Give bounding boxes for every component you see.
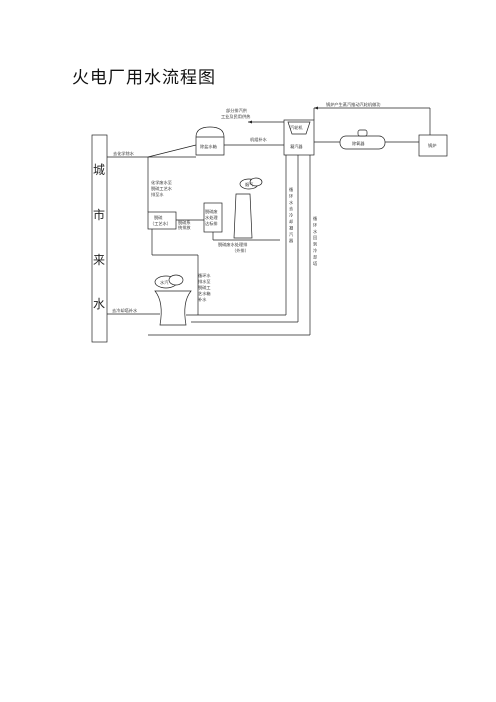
ww-label-2: 水处理 xyxy=(205,214,218,221)
vert-return-char: 冷 xyxy=(313,247,317,254)
desulf-box-label-1: 脱硫 xyxy=(154,214,163,221)
chem-to-tank-line xyxy=(147,144,197,158)
city-char-3: 来 xyxy=(93,253,105,267)
page-title: 火电厂用水流程图 xyxy=(72,68,216,88)
ww-label-1: 脱硫废 xyxy=(205,208,218,215)
city-water-column xyxy=(91,134,108,343)
ww-label-3: 达标排 xyxy=(205,220,218,227)
recover-label-1: 部分排汽供 xyxy=(226,107,247,114)
city-char-2: 市 xyxy=(93,207,105,222)
desulf-out-label-1: 脱硫系 xyxy=(178,219,191,226)
city-char-1: 城 xyxy=(93,163,105,177)
chem-water-label: 去化学除水 xyxy=(113,150,135,157)
vert-return-char: 却 xyxy=(313,253,317,260)
desulf-box-label-2: （工艺水） xyxy=(150,220,171,226)
deaerator-dome xyxy=(357,129,368,137)
circ-label-5: 补水 xyxy=(198,296,207,303)
chimney xyxy=(233,193,253,239)
chem-waste-label-2: 脱硫工艺水 xyxy=(151,185,173,192)
vert-return-char: 循 xyxy=(313,215,317,222)
boiler-steam-label: 锅炉产生蒸汽推动汽轮机做功 xyxy=(326,101,380,108)
circ-label-1: 循环水 xyxy=(198,272,211,279)
vert-cond-char: 冷 xyxy=(289,212,293,219)
vert-return-char: 回 xyxy=(313,235,317,241)
chem-tank xyxy=(195,126,225,156)
vert-cond-char: 水 xyxy=(289,199,294,205)
deaerator-label: 除氧器 xyxy=(352,140,365,147)
circ-label-3: 脱硫工 xyxy=(198,284,211,291)
vert-return-char: 水 xyxy=(313,228,318,234)
condenser-label: 凝汽器 xyxy=(290,143,303,150)
desulf-box xyxy=(147,211,177,230)
boiler-label: 锅炉 xyxy=(428,142,436,149)
recover-arrow-icon xyxy=(248,120,252,124)
cooling-tower xyxy=(154,290,192,326)
tower-makeup-label: 去冷却塔补水 xyxy=(112,307,138,314)
vert-cond-char: 器 xyxy=(289,238,294,244)
vert-return-char: 环 xyxy=(313,222,317,228)
chem-waste-label-1: 化学废水至 xyxy=(151,179,172,186)
circ-label-2: 排水至 xyxy=(198,278,211,285)
chem-tank-label: 除盐水箱 xyxy=(200,143,217,150)
makeup-label: 机组补水 xyxy=(250,136,268,143)
tower-cloud-label: 水汽 xyxy=(160,279,169,285)
ww-bottom-label-1: 脱硫废水处理排 xyxy=(218,241,248,248)
desulf-out-label-2: 统排放 xyxy=(178,224,191,231)
chimney-cloud-label: 烟气 xyxy=(245,181,254,188)
turbine-shape xyxy=(287,121,311,135)
chem-waste-label-3: 排至水 xyxy=(151,191,164,198)
turbine-label: 汽轮机 xyxy=(290,124,303,131)
ww-bottom-label-2: （外排） xyxy=(232,247,249,254)
city-char-4: 水 xyxy=(93,297,105,311)
vert-cond-char: 环 xyxy=(289,193,293,199)
vert-cond-char: 去 xyxy=(289,205,293,212)
vert-return-char: 到 xyxy=(313,241,317,247)
circ-label-4: 艺水箱 xyxy=(198,290,211,297)
vert-return-char: 塔 xyxy=(313,260,318,267)
vert-cond-char: 汽 xyxy=(289,231,294,237)
boiler-block xyxy=(418,134,448,157)
vert-cond-char: 却 xyxy=(289,218,293,225)
vert-cond-char: 凝 xyxy=(289,224,294,231)
boiler-steam-arrow-icon xyxy=(314,106,318,110)
recover-label-2: 工业及民用供热 xyxy=(221,113,251,120)
vert-cond-char: 循 xyxy=(289,186,293,193)
